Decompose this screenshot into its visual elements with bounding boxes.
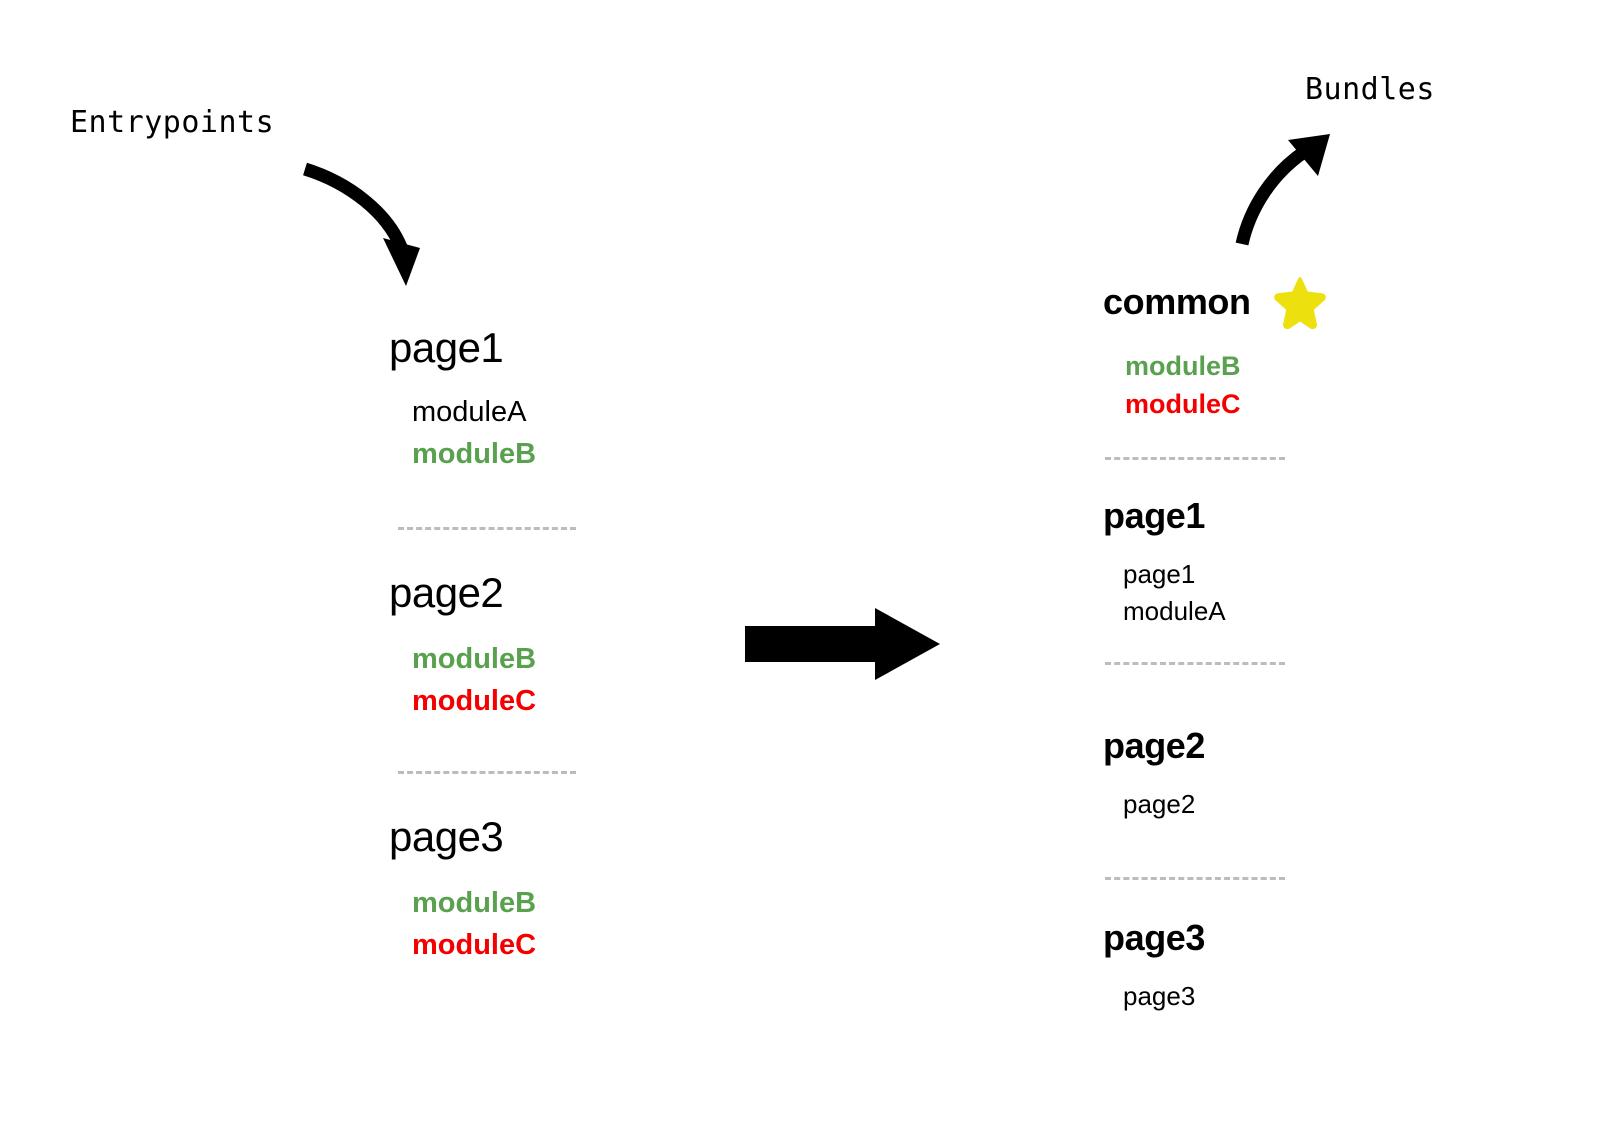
entrypoints-label: Entrypoints <box>70 105 275 140</box>
module-list: moduleB moduleC <box>412 638 536 722</box>
module-item: moduleB <box>412 438 537 471</box>
group-title: page2 <box>1103 725 1206 766</box>
entrypoint-group-page1: page1 moduleA moduleB <box>389 327 536 475</box>
curved-arrow-down-right-icon <box>303 162 420 286</box>
group-title: page3 <box>1103 917 1206 958</box>
module-list: moduleB moduleC <box>412 882 536 966</box>
module-item: page1 <box>1123 559 1196 589</box>
group-separator <box>398 771 576 774</box>
module-list: page1 moduleA <box>1123 556 1226 630</box>
module-item: moduleA <box>412 396 527 428</box>
group-separator <box>398 527 576 530</box>
group-separator <box>1105 662 1285 665</box>
block-arrow-right-icon <box>745 608 940 680</box>
group-separator <box>1105 457 1285 460</box>
star-icon <box>1273 277 1326 329</box>
curved-arrow-up-right-icon <box>1235 134 1330 246</box>
module-item: page2 <box>1123 789 1196 819</box>
module-item: moduleC <box>1125 389 1241 420</box>
group-title: page3 <box>389 813 504 860</box>
module-item: moduleB <box>412 643 537 675</box>
bundle-group-page3: page3 page3 <box>1103 920 1205 1015</box>
module-item: page3 <box>1123 981 1196 1011</box>
module-list: moduleB moduleC <box>1125 347 1327 424</box>
bundle-group-common: common moduleB moduleC <box>1103 275 1327 424</box>
bundles-label: Bundles <box>1305 72 1435 107</box>
group-separator <box>1105 877 1285 880</box>
bundle-group-page1: page1 page1 moduleA <box>1103 498 1226 630</box>
entrypoint-group-page2: page2 moduleB moduleC <box>389 572 536 722</box>
module-list: page3 <box>1123 978 1205 1015</box>
module-item: moduleC <box>412 929 537 962</box>
module-item: moduleA <box>1123 595 1226 626</box>
bundle-group-page2: page2 page2 <box>1103 728 1205 823</box>
entrypoint-group-page3: page3 moduleB moduleC <box>389 816 536 966</box>
group-title: common <box>1103 281 1251 322</box>
group-title: page1 <box>389 324 504 371</box>
group-title: page1 <box>1103 495 1206 536</box>
module-item: moduleB <box>412 887 537 919</box>
module-list: page2 <box>1123 786 1205 823</box>
module-item: moduleB <box>1125 351 1241 381</box>
group-title: page2 <box>389 569 504 616</box>
module-list: moduleA moduleB <box>412 391 536 475</box>
module-item: moduleC <box>412 685 537 718</box>
